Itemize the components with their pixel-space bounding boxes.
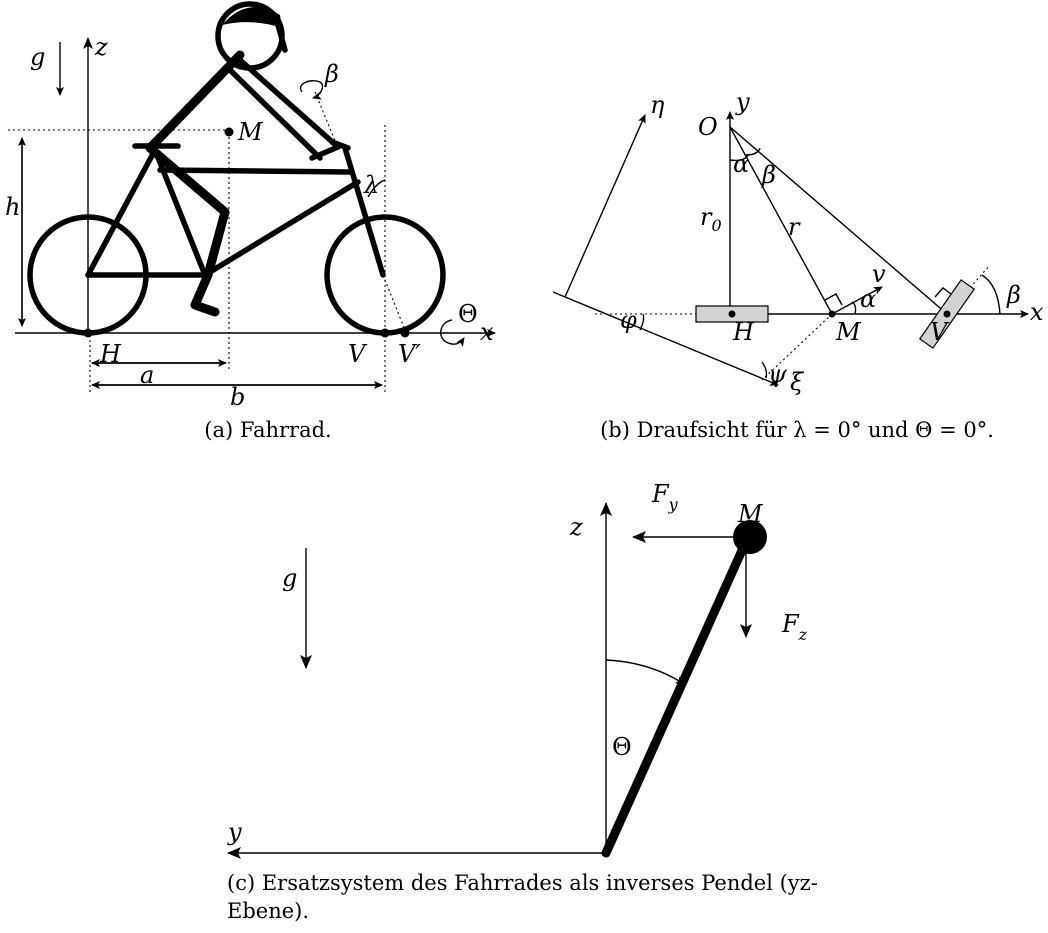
label-beta-V: β xyxy=(1006,281,1021,309)
label-theta-c: Θ xyxy=(612,733,632,761)
caption-c-line2: Ebene). xyxy=(227,899,309,923)
label-psi: ψ xyxy=(768,360,788,388)
label-O: O xyxy=(698,113,718,141)
label-Fz: Fz xyxy=(781,610,808,644)
label-M: M xyxy=(237,118,264,146)
label-g: g xyxy=(30,43,45,71)
xi-axis xyxy=(552,291,779,386)
theta-arc xyxy=(605,659,685,685)
beta-angle-V xyxy=(981,274,1001,315)
label-alpha: α xyxy=(733,150,749,178)
rider xyxy=(145,1,341,317)
v-arrow xyxy=(831,286,883,315)
panel-a-bicycle: g z M β λ h Θ x H V V′ a b (a) Fahrrad. xyxy=(5,1,496,442)
point-V-top xyxy=(943,310,951,318)
label-M-c: M xyxy=(737,500,764,528)
alpha-angle-O xyxy=(729,154,749,162)
lambda-angle xyxy=(367,179,386,198)
label-z-c: z xyxy=(569,513,583,541)
label-xi: ξ xyxy=(790,368,805,396)
caption-b: (b) Draufsicht für λ = 0° und Θ = 0°. xyxy=(600,418,994,442)
psi-angle xyxy=(761,361,768,379)
label-M-top: M xyxy=(835,318,862,346)
label-H-top: H xyxy=(732,318,755,346)
O-V-line xyxy=(729,126,948,315)
pendulum-rod xyxy=(601,532,753,858)
label-x-b: x xyxy=(1030,298,1044,326)
mass-M xyxy=(733,520,767,554)
label-h: h xyxy=(5,193,20,221)
label-lambda: λ xyxy=(363,171,379,199)
eta-axis xyxy=(564,114,646,298)
panel-b-top-view: η y O α β r0 r v α β x φ H M V ψ ξ (b) D… xyxy=(552,88,1044,442)
label-r: r xyxy=(788,213,801,241)
label-V-top: V xyxy=(930,318,950,346)
caption-a: (a) Fahrrad. xyxy=(204,418,332,442)
label-V: V xyxy=(348,340,368,368)
label-x: x xyxy=(480,318,494,346)
point-V xyxy=(380,328,390,338)
label-H: H xyxy=(99,340,122,368)
label-v: v xyxy=(872,260,886,288)
label-b: b xyxy=(230,383,245,411)
r-line xyxy=(729,126,833,315)
point-H xyxy=(83,328,93,338)
label-g-c: g xyxy=(282,564,297,592)
point-M xyxy=(224,127,234,137)
label-a: a xyxy=(140,361,154,389)
bicycle-frame xyxy=(85,139,386,278)
alpha-angle-M xyxy=(851,301,857,315)
label-Fy: Fy xyxy=(651,480,679,514)
label-phi: φ xyxy=(620,306,637,334)
label-V-prime: V′ xyxy=(398,340,421,368)
label-alpha-M: α xyxy=(860,285,876,313)
label-beta: β xyxy=(324,60,339,88)
beta-rotation-arrow xyxy=(299,80,324,100)
point-H-top xyxy=(728,310,736,318)
label-beta-b: β xyxy=(761,161,776,189)
beta-angle-O xyxy=(744,147,761,156)
label-z: z xyxy=(94,33,108,61)
phi-angle xyxy=(639,313,645,331)
label-eta: η xyxy=(650,91,665,119)
point-M-top xyxy=(828,310,836,318)
label-y: y xyxy=(735,88,750,116)
caption-c-line1: (c) Ersatzsystem des Fahrrades als inver… xyxy=(227,871,818,895)
panel-c-pendulum: M Fy z g Fz Θ y (c) Ersatzsystem des Fah… xyxy=(227,480,818,923)
label-y-c: y xyxy=(227,818,242,846)
label-r0: r0 xyxy=(700,203,722,235)
point-V-prime xyxy=(400,328,410,338)
label-theta: Θ xyxy=(458,300,478,328)
theta-rotation-arrow xyxy=(440,319,465,347)
